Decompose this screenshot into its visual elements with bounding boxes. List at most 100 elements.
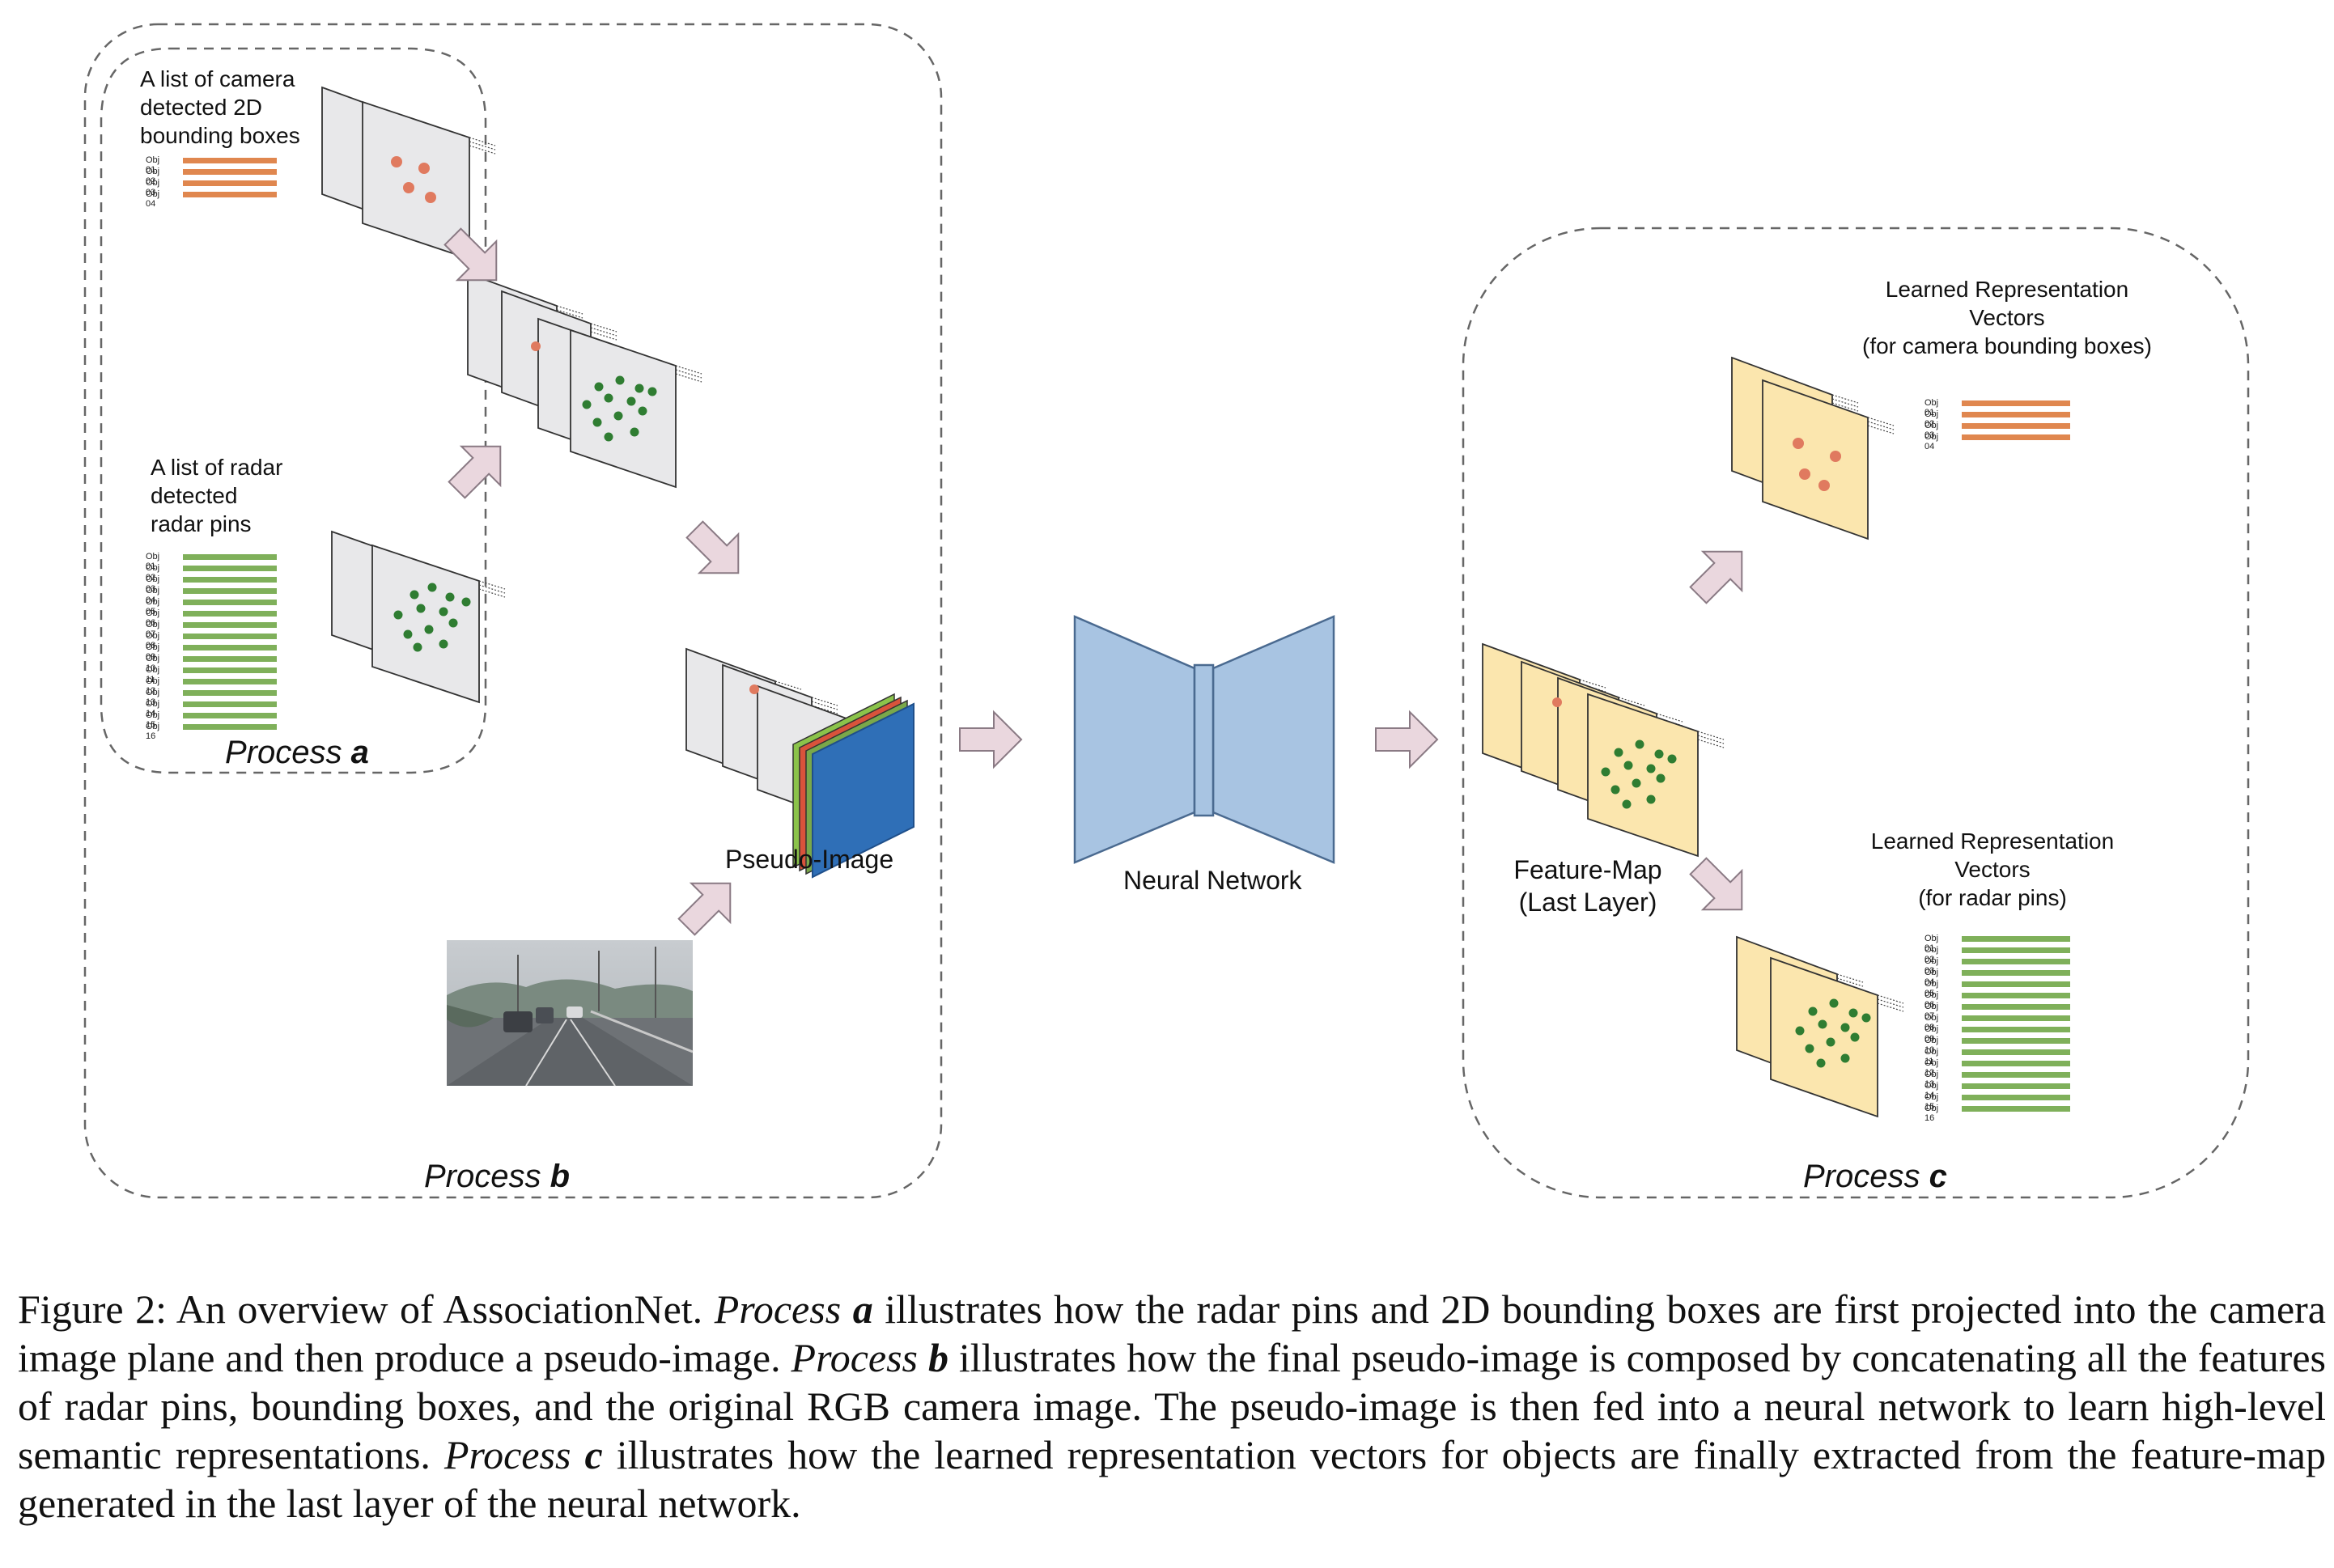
object-vector-bar: [183, 679, 277, 684]
plane-depth-line: [478, 588, 506, 598]
plane-depth-line: [675, 373, 702, 383]
camera-bbox-dot: [1552, 697, 1562, 707]
object-id-label: Obj 06: [1924, 990, 1939, 1010]
object-id-label: Obj 12: [146, 676, 160, 696]
object-vector-bar: [1962, 1106, 2070, 1112]
radar-pin-dot: [630, 427, 639, 437]
object-vector-bar: [183, 588, 277, 594]
object-id-label: Obj 14: [1924, 1081, 1939, 1100]
object-vector-bar: [183, 701, 277, 707]
object-vector-bar: [183, 577, 277, 583]
object-id-label: Obj 02: [146, 167, 160, 186]
object-id-label: Obj 01: [1924, 934, 1939, 953]
object-vector-bar: [183, 600, 277, 605]
object-id-label: Obj 03: [146, 178, 160, 197]
camera-bbox-dot: [403, 182, 414, 193]
radar-pin-dot: [427, 583, 437, 592]
object-vector-bar: [183, 645, 277, 651]
process-a-region: [100, 47, 487, 774]
feature-plane: [1587, 693, 1699, 858]
flow-arrow: [1689, 550, 1743, 604]
plane-depth-line: [590, 327, 617, 337]
process-c-label: Process c: [1803, 1159, 1947, 1194]
object-vector-bar: [183, 634, 277, 639]
radar-pin-dot: [1623, 761, 1633, 770]
plane-depth-line: [1697, 739, 1725, 748]
object-id-label: Obj 10: [146, 654, 160, 673]
object-vector-bar: [183, 611, 277, 617]
object-vector-bar: [183, 169, 277, 175]
radar-pin-dot: [461, 597, 471, 607]
object-vector-bar: [183, 656, 277, 662]
radar-pin-dot: [1632, 778, 1641, 788]
plane-depth-line: [811, 701, 838, 710]
radar-pin-dot: [424, 625, 434, 634]
radar-pin-dot: [1826, 1037, 1835, 1047]
object-id-label: Obj 02: [1924, 945, 1939, 964]
plane-depth-line: [1618, 697, 1645, 706]
radar-pin-dot: [582, 400, 592, 409]
radar-pin-dot: [592, 417, 602, 427]
radar-pin-dot: [403, 629, 413, 639]
flow-arrow: [1375, 710, 1439, 769]
object-id-label: Obj 04: [146, 189, 160, 209]
merged-plane: [570, 328, 677, 489]
camera-bbox-dot: [1793, 438, 1804, 449]
radar-pin-dot: [1818, 1019, 1827, 1029]
flow-arrow: [448, 445, 502, 499]
object-id-label: Obj 11: [1924, 1047, 1939, 1066]
object-id-label: Obj 04: [1924, 968, 1939, 987]
radar-pin-dot: [1795, 1026, 1805, 1036]
radar-pin-dot: [1622, 799, 1632, 809]
object-vector-bar: [1962, 423, 2070, 429]
plane-depth-line: [675, 369, 702, 379]
plane-depth-line: [1877, 994, 1904, 1004]
object-vector-bar: [1962, 1061, 2070, 1066]
plane-depth-line: [469, 137, 496, 146]
object-vector-bar: [1962, 412, 2070, 417]
flow-arrow: [959, 710, 1023, 769]
neural-network-shape: [1073, 615, 1335, 864]
radar-pin-dot: [647, 387, 657, 396]
radar-pin-dot: [1850, 1032, 1860, 1042]
radar-pin-dot: [1816, 1058, 1826, 1068]
radar-pin-dot: [1656, 773, 1666, 783]
radar-pin-dot: [448, 618, 458, 628]
radar-pin-dot: [1646, 764, 1656, 773]
process-c-region: [1462, 227, 2250, 1199]
plane-depth-line: [590, 331, 617, 341]
flow-arrow: [1689, 857, 1743, 911]
object-id-label: Obj 13: [146, 688, 160, 707]
flow-arrow: [685, 520, 740, 574]
object-vector-bar: [183, 180, 277, 186]
plane-depth-line: [1697, 735, 1725, 744]
object-id-label: Obj 03: [1924, 421, 1939, 440]
radar-pin-dot: [1601, 767, 1610, 777]
object-id-label: Obj 11: [146, 665, 160, 684]
object-id-label: Obj 13: [1924, 1070, 1939, 1089]
plane-depth-line: [1831, 394, 1859, 404]
plane-depth-line: [1579, 679, 1606, 689]
object-id-label: Obj 15: [1924, 1092, 1939, 1112]
radar-plane: [371, 544, 480, 704]
radar-pin-dot: [1829, 998, 1839, 1008]
object-id-label: Obj 16: [146, 722, 160, 741]
flow-arrow: [677, 882, 732, 936]
object-vector-bar: [1962, 1027, 2070, 1032]
object-vector-bar: [183, 667, 277, 673]
object-id-label: Obj 10: [1924, 1036, 1939, 1055]
object-vector-bar: [1962, 1004, 2070, 1010]
plane-depth-line: [478, 584, 506, 594]
object-vector-bar: [1962, 1038, 2070, 1044]
object-id-label: Obj 05: [146, 597, 160, 617]
plane-depth-line: [774, 680, 802, 690]
plane-depth-line: [1867, 421, 1895, 430]
radar-vectors-label: Learned Representation Vectors (for rada…: [1870, 828, 2115, 910]
object-id-label: Obj 09: [1924, 1024, 1939, 1044]
radar-pin-dot: [626, 396, 636, 406]
object-vector-bar: [1962, 400, 2070, 406]
plane-depth-line: [590, 323, 617, 333]
plane-depth-line: [1877, 1002, 1904, 1012]
object-id-label: Obj 09: [146, 642, 160, 662]
object-id-label: Obj 15: [146, 710, 160, 730]
